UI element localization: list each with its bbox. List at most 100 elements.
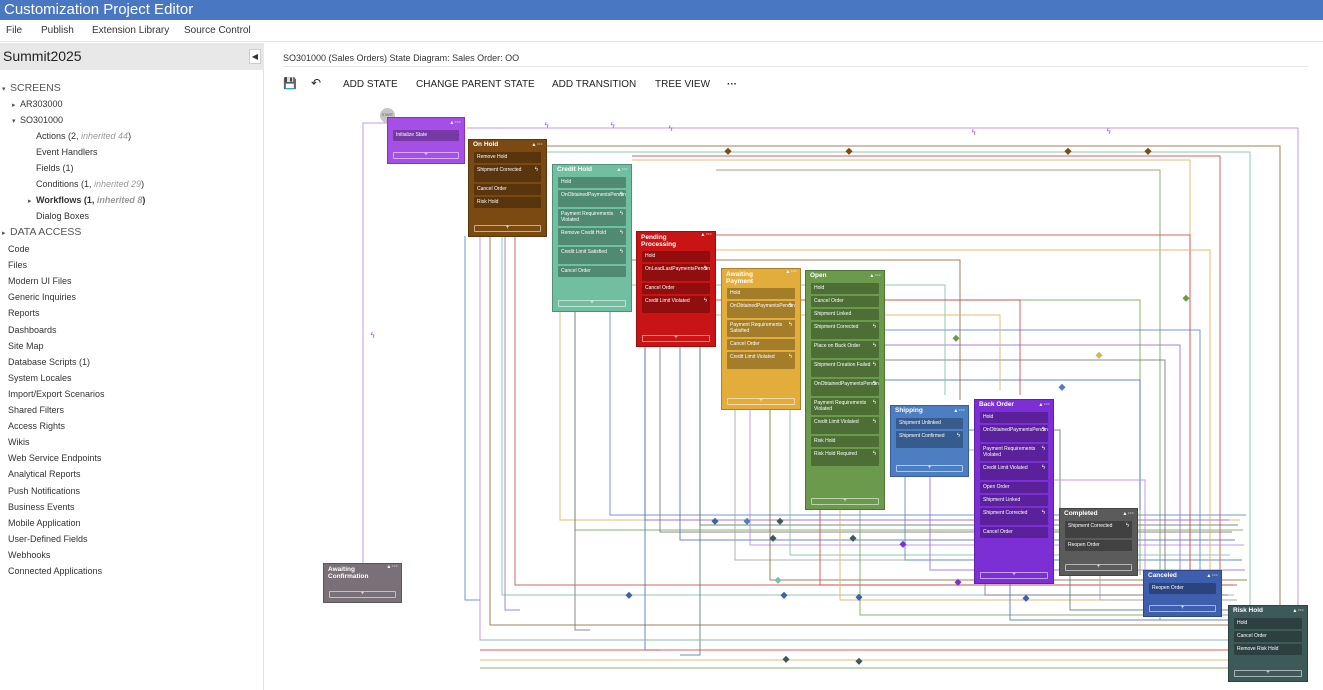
state-action-row[interactable]: Cancel Order [642, 283, 710, 294]
state-action-row[interactable]: Shipment Unlinked [896, 418, 963, 429]
tree-item-event[interactable]: Event Handlers [36, 146, 98, 158]
state-action-row[interactable]: Shipment Linked [811, 309, 879, 320]
tree-item-database-scripts-1-[interactable]: Database Scripts (1) [8, 356, 90, 368]
state-action-row[interactable]: OnObtainedPaymentsPendingProcessingϟ [558, 190, 626, 207]
tree-section-screens[interactable]: ▾SCREENS [2, 82, 61, 96]
tree-item-access-rights[interactable]: Access Rights [8, 420, 65, 432]
save-icon[interactable]: 💾 [283, 78, 297, 90]
state-node-initial[interactable]: ▴ ··· Initialize State + [387, 117, 465, 164]
state-action-row[interactable]: Hold [1234, 618, 1302, 629]
state-action-row[interactable]: OnObtainedPaymentsPendingProcessingϟ [811, 379, 879, 396]
state-action-row[interactable]: Risk Hold [474, 197, 541, 208]
tree-item-dashboards[interactable]: Dashboards [8, 324, 57, 336]
state-menu-icon[interactable]: ▴ ··· [870, 273, 881, 279]
state-menu-icon[interactable]: ▴ ··· [1039, 402, 1050, 408]
menu-extension-library[interactable]: Extension Library [92, 25, 170, 36]
state-menu-icon[interactable]: ▴ ··· [1123, 511, 1134, 517]
chevron-right-icon[interactable]: ▸ [28, 198, 32, 205]
tree-section-data-access[interactable]: ▸DATA ACCESS [2, 226, 81, 240]
state-menu-icon[interactable]: ▴ ··· [532, 142, 543, 148]
state-menu-icon[interactable]: ▴ ··· [954, 408, 965, 414]
state-action-row[interactable]: Remove Risk Hold [1234, 644, 1302, 655]
state-action-row[interactable]: Open Order [980, 482, 1048, 493]
state-action-row[interactable]: Hold [642, 251, 710, 262]
collapse-sidebar-button[interactable]: ◀ [249, 49, 261, 64]
add-action-icon[interactable]: + [558, 300, 626, 307]
state-node-awaiting-confirmation[interactable]: Awaiting Confirmation▴ ···+ [323, 563, 402, 603]
state-action-row[interactable]: Cancel Order [980, 527, 1048, 538]
menu-publish[interactable]: Publish [41, 25, 74, 36]
state-action-row[interactable]: Risk Hold [811, 436, 879, 447]
state-menu-icon[interactable]: ▴ ··· [701, 232, 712, 238]
state-action-row[interactable]: OnObtainedPaymentsPendingProcessingϟ [980, 425, 1048, 442]
state-action-row[interactable]: Shipment Linked [980, 495, 1048, 506]
tree-item-business-events[interactable]: Business Events [8, 501, 75, 513]
tree-item-site-map[interactable]: Site Map [8, 340, 44, 352]
add-transition-button[interactable]: ADD TRANSITION [552, 79, 637, 90]
state-action-row[interactable]: Cancel Order [558, 266, 626, 277]
add-action-icon[interactable]: + [474, 225, 541, 232]
tree-item-wikis[interactable]: Wikis [8, 436, 30, 448]
add-action-icon[interactable]: + [393, 152, 459, 159]
state-action-row[interactable]: Hold [727, 288, 795, 299]
tree-item-fields[interactable]: Fields (1) [36, 162, 74, 174]
chevron-down-icon[interactable]: ▾ [12, 118, 16, 125]
menu-file[interactable]: File [6, 25, 23, 36]
state-action-row[interactable]: Cancel Order [811, 296, 879, 307]
state-action-row[interactable]: Cancel Order [1234, 631, 1302, 642]
tree-item-conditions[interactable]: Conditions (1, inherited 29) [36, 178, 144, 190]
tree-item-shared-filters[interactable]: Shared Filters [8, 404, 64, 416]
tree-item-generic-inquiries[interactable]: Generic Inquiries [8, 291, 76, 303]
state-action-row[interactable]: Reopen Order [1065, 540, 1132, 551]
tree-item-analytical-reports[interactable]: Analytical Reports [8, 468, 81, 480]
menu-source-control[interactable]: Source Control [184, 25, 251, 36]
state-action-row[interactable]: OnObtainedPaymentsPendingProcessingϟ [727, 301, 795, 318]
add-action-icon[interactable]: + [329, 591, 396, 598]
state-action-row[interactable]: Hold [811, 283, 879, 294]
state-action-row[interactable]: Reopen Order [1149, 583, 1216, 594]
state-node-canceled[interactable]: Canceled▴ ···Reopen Order+ [1143, 570, 1222, 617]
state-menu-icon[interactable]: ▴ ··· [1207, 573, 1218, 579]
tree-item-push-notifications[interactable]: Push Notifications [8, 485, 80, 497]
add-action-icon[interactable]: + [811, 498, 879, 505]
state-menu-icon[interactable]: ▴ ··· [450, 120, 461, 126]
state-menu-icon[interactable]: ▴ ··· [617, 167, 628, 173]
state-action-row[interactable]: Hold [558, 177, 626, 188]
tree-item-actions[interactable]: Actions (2, inherited 44) [36, 130, 131, 142]
state-menu-icon[interactable]: ▴ ··· [786, 269, 797, 275]
tree-item-code[interactable]: Code [8, 243, 30, 255]
change-parent-state-button[interactable]: CHANGE PARENT STATE [416, 79, 535, 90]
tree-item-workflows[interactable]: ▸Workflows (1, inherited 8) [28, 194, 145, 208]
state-action-row[interactable]: Initialize State [393, 130, 459, 141]
add-action-icon[interactable]: + [980, 572, 1048, 579]
tree-item-so301000[interactable]: ▾SO301000 [12, 114, 63, 128]
state-action-row[interactable]: Hold [980, 412, 1048, 423]
state-action-row[interactable]: Cancel Order [727, 339, 795, 350]
state-menu-icon[interactable]: ▴ ··· [1293, 608, 1304, 614]
chevron-right-icon[interactable]: ▸ [2, 230, 6, 237]
